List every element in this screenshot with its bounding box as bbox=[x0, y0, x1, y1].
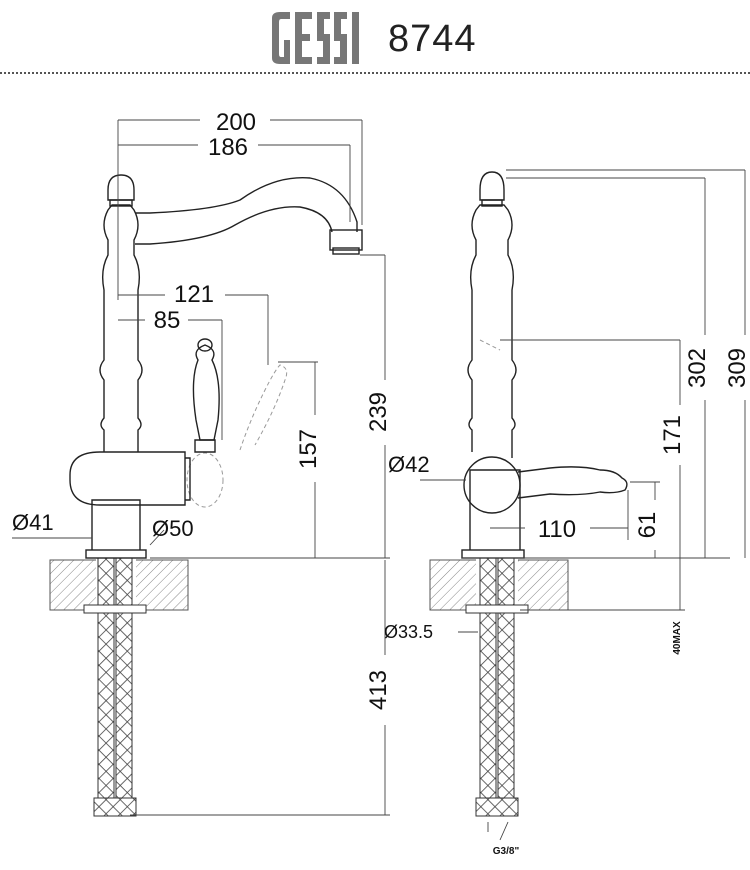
dim-121: 121 bbox=[174, 281, 214, 308]
dim-186: 186 bbox=[208, 134, 248, 161]
dim-61: 61 bbox=[634, 512, 661, 539]
dim-302: 302 bbox=[684, 348, 711, 388]
front-view bbox=[49, 174, 363, 817]
side-hose-right bbox=[497, 557, 515, 805]
side-hose-left bbox=[479, 557, 497, 805]
dim-309: 309 bbox=[724, 348, 750, 388]
side-dimension-lines bbox=[420, 169, 746, 841]
header-divider bbox=[0, 72, 750, 74]
front-nut bbox=[83, 604, 147, 614]
dim-200: 200 bbox=[216, 109, 256, 136]
front-hose-left bbox=[97, 557, 115, 805]
front-dimension-lines bbox=[12, 119, 390, 816]
gessi-logo-icon bbox=[272, 12, 359, 64]
dim-g3-8: G3/8" bbox=[493, 846, 520, 857]
dimension-labels: 200 186 121 85 239 157 Ø41 Ø50 413 302 3… bbox=[12, 109, 750, 857]
dim-413: 413 bbox=[365, 670, 392, 710]
dim-85: 85 bbox=[154, 307, 181, 334]
side-view bbox=[429, 171, 628, 817]
dim-d42: Ø42 bbox=[388, 452, 430, 477]
front-hose-right bbox=[115, 557, 133, 805]
dim-157: 157 bbox=[295, 429, 322, 469]
model-number: 8744 bbox=[388, 18, 477, 60]
dim-239: 239 bbox=[365, 392, 392, 432]
dim-171: 171 bbox=[659, 415, 686, 455]
header: 8744 bbox=[0, 0, 750, 82]
dim-d33-5: Ø33.5 bbox=[384, 622, 433, 642]
dim-d41: Ø41 bbox=[12, 510, 54, 535]
side-hose-fitting bbox=[475, 797, 519, 817]
dim-110: 110 bbox=[538, 516, 576, 543]
front-hose-fitting bbox=[93, 797, 137, 817]
dim-40max: 40MAX bbox=[672, 621, 683, 655]
dim-d50: Ø50 bbox=[152, 516, 194, 541]
brand-logo bbox=[268, 10, 378, 66]
